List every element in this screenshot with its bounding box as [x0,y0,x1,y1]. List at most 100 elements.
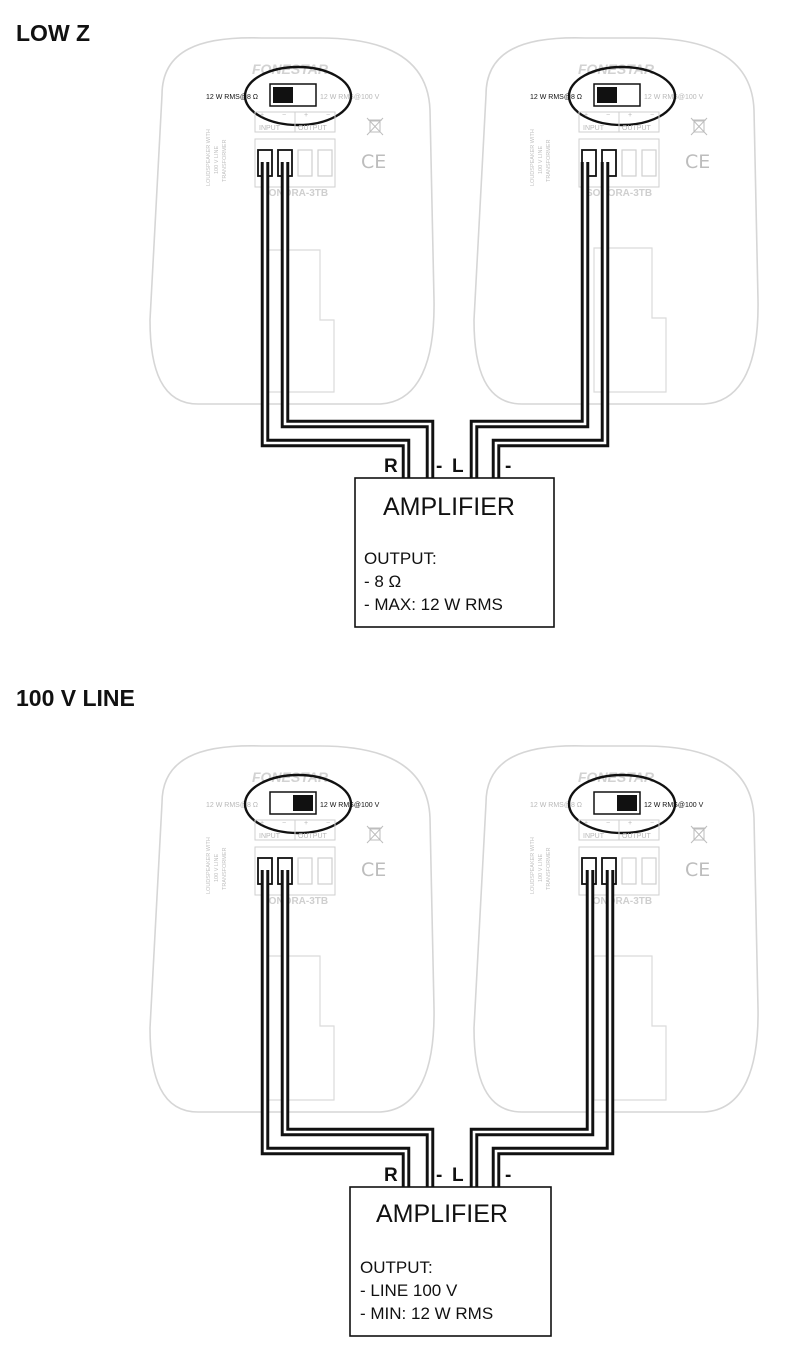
input-label: INPUT [259,833,281,840]
switch-highlight-circle [243,65,353,127]
amplifier-box [354,477,555,628]
svg-text:100 V LINE: 100 V LINE [538,146,544,174]
polarity-label: − [650,820,654,827]
speaker-right: FONESTAR 12 W RMS@8 Ω 12 W RMS@100 V + −… [473,37,759,405]
output-spec: - MAX: 12 W RMS [364,595,503,614]
wire-right-plus [469,162,590,478]
input-label: INPUT [583,833,605,840]
weee-bin-icon [690,117,708,136]
bracket-outline [593,247,667,393]
terminal-output-plus[interactable] [297,149,313,177]
svg-text:100 V LINE: 100 V LINE [214,854,220,882]
switch-slider[interactable] [273,87,293,103]
switch-slider[interactable] [597,87,617,103]
polarity-label: − [282,112,286,119]
terminal-block [254,138,336,188]
polarity-label: + [628,820,632,827]
section-100v-line: 100 V LINE FONESTAR 12 W RMS@8 Ω 12 W RM… [16,685,759,1337]
speaker-housing [149,37,435,405]
output-heading: OUTPUT: [360,1258,433,1277]
svg-text:TRANSFORMER: TRANSFORMER [546,848,552,891]
brand-logo: FONESTAR [578,769,655,785]
svg-text:LOUDSPEAKER WITH: LOUDSPEAKER WITH [206,837,212,894]
output-spec: - MIN: 12 W RMS [360,1304,493,1323]
amplifier-box [349,1186,552,1337]
switch-slider[interactable] [617,795,637,811]
output-spec: - LINE 100 V [360,1281,458,1300]
switch-label-8-ohm: 12 W RMS@8 Ω [206,94,258,101]
channel-label-r: R [384,1165,398,1186]
switch-highlight-circle [243,773,353,835]
polarity-label: + [260,820,264,827]
ce-mark: CE [361,151,386,173]
svg-text:TRANSFORMER: TRANSFORMER [546,140,552,183]
polarity-label: − [606,112,610,119]
section-low-z: LOW Z FONESTAR 12 W RMS@8 Ω 12 W RMS@100… [16,20,759,628]
speaker-housing [473,745,759,1113]
wire-left-minus [280,162,435,478]
terminal-output-plus[interactable] [297,857,313,885]
terminal-output-plus[interactable] [621,149,637,177]
polarity-label: − [650,112,654,119]
transformer-note: LOUDSPEAKER WITH 100 V LINE TRANSFORMER [530,837,552,894]
channel-label-l: L [452,1165,464,1186]
speaker-housing [149,745,435,1113]
channel-label-minus: - [505,456,511,477]
output-label: OUTPUT [298,125,328,132]
terminal-block [578,138,660,188]
terminal-output-plus[interactable] [621,857,637,885]
channel-label-l: L [452,456,464,477]
section-heading: 100 V LINE [16,685,135,711]
weee-bin-icon [690,825,708,844]
svg-text:100 V LINE: 100 V LINE [538,854,544,882]
svg-text:TRANSFORMER: TRANSFORMER [222,848,228,891]
polarity-label: − [282,820,286,827]
switch-slider[interactable] [293,795,313,811]
polarity-label: + [304,820,308,827]
terminal-output-minus[interactable] [317,149,333,177]
terminal-block [578,846,660,896]
svg-text:LOUDSPEAKER WITH: LOUDSPEAKER WITH [206,129,212,186]
wire-left-minus [280,870,435,1187]
polarity-label: + [260,112,264,119]
polarity-label: + [584,820,588,827]
speaker-left: FONESTAR 12 W RMS@8 Ω 12 W RMS@100 V + −… [149,745,435,1113]
channel-label-r: R [384,456,398,477]
amplifier: R - L - AMPLIFIER OUTPUT: - 8 Ω - MAX: 1… [354,456,555,628]
transformer-note: LOUDSPEAKER WITH 100 V LINE TRANSFORMER [206,837,228,894]
channel-label-minus: - [436,456,442,477]
terminal-block [254,846,336,896]
speaker-housing [473,37,759,405]
transformer-note: LOUDSPEAKER WITH 100 V LINE TRANSFORMER [206,129,228,186]
svg-text:TRANSFORMER: TRANSFORMER [222,140,228,183]
wire-right-plus [469,870,595,1187]
terminal-output-minus[interactable] [641,857,657,885]
channel-label-minus: - [505,1165,511,1186]
amplifier: R - L - AMPLIFIER OUTPUT: - LINE 100 V -… [349,1165,552,1337]
switch-label-8-ohm: 12 W RMS@8 Ω [530,94,582,101]
model-label: SONORA-3TB [586,896,652,907]
polarity-label: + [304,112,308,119]
output-heading: OUTPUT: [364,549,437,568]
switch-label-8-ohm: 12 W RMS@8 Ω [206,802,258,809]
output-label: OUTPUT [298,833,328,840]
svg-text:LOUDSPEAKER WITH: LOUDSPEAKER WITH [530,129,536,186]
weee-bin-icon [366,825,384,844]
output-label: OUTPUT [622,125,652,132]
polarity-label: + [584,112,588,119]
terminal-output-minus[interactable] [317,857,333,885]
bracket-outline [261,249,335,393]
speaker-right: FONESTAR 12 W RMS@8 Ω 12 W RMS@100 V + −… [473,745,759,1113]
ce-mark: CE [685,151,710,173]
polarity-label: + [628,112,632,119]
brand-logo: FONESTAR [252,769,329,785]
bracket-outline [593,955,667,1101]
section-heading: LOW Z [16,20,90,46]
ce-mark: CE [685,859,710,881]
speaker-wires [260,162,610,478]
terminal-output-minus[interactable] [641,149,657,177]
switch-highlight-circle [567,773,677,835]
model-label: SONORA-3TB [262,896,328,907]
speaker-wires [260,870,615,1187]
polarity-label: − [326,820,330,827]
